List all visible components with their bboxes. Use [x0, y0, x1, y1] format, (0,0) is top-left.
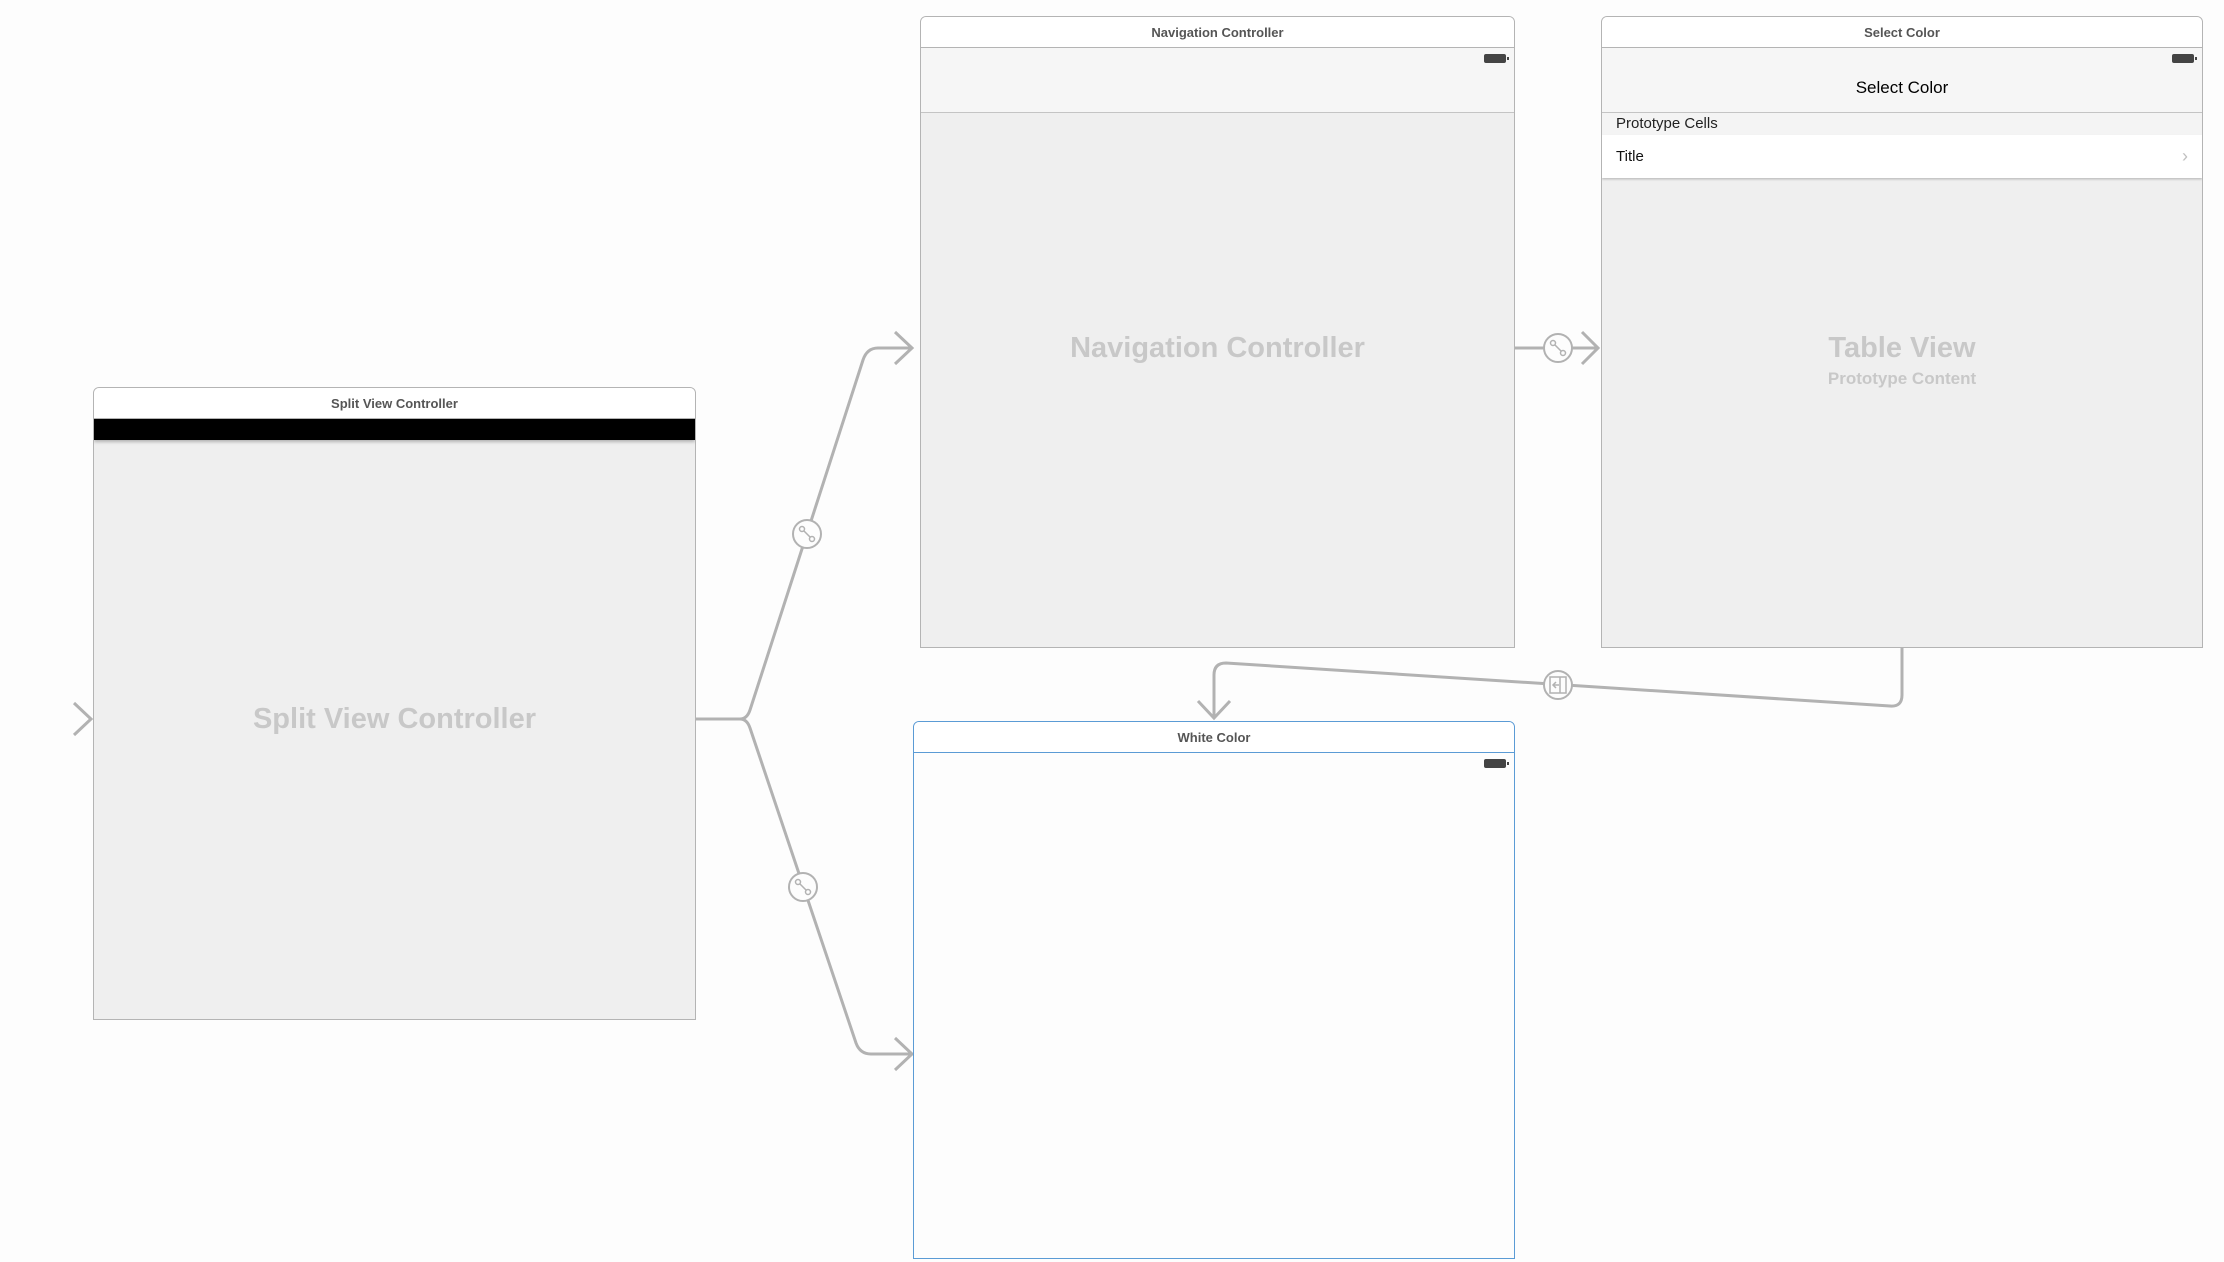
- prototype-cell[interactable]: Title ›: [1602, 135, 2202, 178]
- scene-split-view-controller[interactable]: Split View Controller Split View Control…: [93, 387, 696, 1020]
- navigation-title[interactable]: Select Color: [1855, 78, 1949, 97]
- relationship-icon[interactable]: [788, 872, 818, 902]
- relationship-icon[interactable]: [792, 519, 822, 549]
- show-detail-icon[interactable]: [1543, 670, 1573, 700]
- scene-header[interactable]: White Color: [914, 722, 1514, 753]
- scene-select-color[interactable]: Select Color Select Color Prototype Cell…: [1601, 16, 2203, 648]
- table-view-label: Table View: [1828, 332, 1976, 364]
- battery-icon: [1484, 759, 1509, 768]
- scene-placeholder-label: Navigation Controller: [1070, 332, 1365, 364]
- scene-header[interactable]: Navigation Controller: [921, 17, 1514, 48]
- prototype-cells-header: Prototype Cells: [1602, 113, 2202, 135]
- scene-header[interactable]: Select Color: [1602, 17, 2202, 48]
- cell-title: Title: [1616, 148, 1644, 165]
- scene-header[interactable]: Split View Controller: [94, 388, 695, 419]
- status-bar: [94, 419, 695, 440]
- navigation-bar: [921, 48, 1514, 113]
- battery-icon: [1484, 54, 1509, 63]
- relationship-icon[interactable]: [1543, 333, 1573, 363]
- scene-placeholder-label: Split View Controller: [252, 703, 537, 735]
- battery-icon: [2172, 54, 2197, 63]
- segue-split-to-white[interactable]: [739, 717, 915, 1072]
- table-view-sublabel: Prototype Content: [1827, 369, 1977, 388]
- status-bar: [914, 753, 1514, 773]
- scene-white-color[interactable]: White Color: [913, 721, 1515, 1259]
- initial-entry-arrow[interactable]: [0, 701, 94, 737]
- scene-navigation-controller[interactable]: Navigation Controller Navigation Control…: [920, 16, 1515, 648]
- chevron-right-icon: ›: [2182, 146, 2188, 166]
- navigation-bar: Select Color: [1602, 48, 2202, 113]
